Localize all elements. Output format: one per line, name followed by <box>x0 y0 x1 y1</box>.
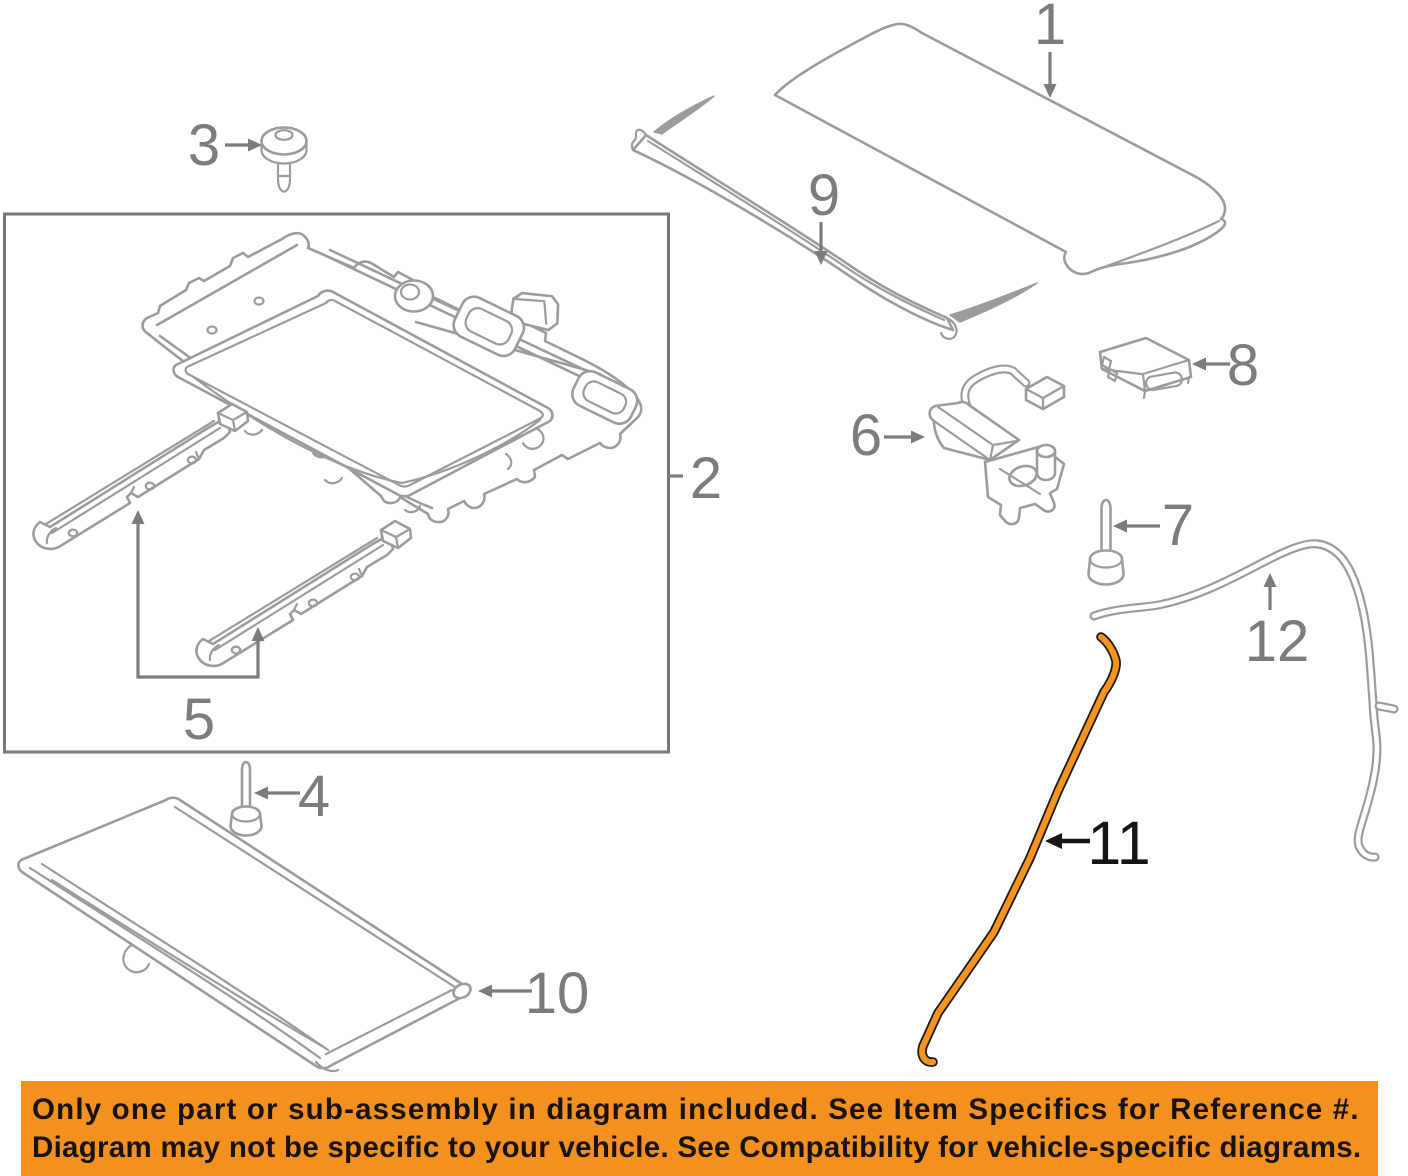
callout-12-label: 12 <box>1245 609 1310 674</box>
callout-2-label: 2 <box>690 446 722 511</box>
banner-line-1: Only one part or sub-assembly in diagram… <box>32 1093 1360 1126</box>
callout-7-label: 7 <box>1162 493 1194 558</box>
callout-8: 8 <box>1192 333 1259 398</box>
callout-12: 12 <box>1245 573 1310 674</box>
group-box <box>3 212 670 754</box>
callout-6: 6 <box>850 403 925 468</box>
part-stud-bolt-7 <box>1087 498 1125 586</box>
callout-1-label: 1 <box>1034 0 1066 57</box>
part-rivet <box>260 126 308 193</box>
part-stud-bolt-4 <box>229 760 263 837</box>
callout-6-label: 6 <box>850 403 882 468</box>
callouts: 1 2 3 4 5 6 7 <box>131 0 1310 1026</box>
callout-10-label: 10 <box>525 961 590 1026</box>
callout-2: 2 <box>668 446 722 511</box>
callout-9: 9 <box>808 163 840 265</box>
callout-9-label: 9 <box>808 163 840 228</box>
part-frame-assembly <box>141 231 643 524</box>
callout-3: 3 <box>188 113 262 178</box>
callout-5: 5 <box>131 510 265 752</box>
callout-11: 11 <box>1045 809 1151 877</box>
callout-5-label: 5 <box>183 687 215 752</box>
callout-4-label: 4 <box>298 764 330 829</box>
part-module <box>1098 336 1193 400</box>
part-sunshade <box>17 796 472 1073</box>
rail-a <box>32 402 250 551</box>
part-glass-panel <box>773 22 1227 276</box>
rail-b <box>195 519 413 668</box>
disclaimer-banner: Only one part or sub-assembly in diagram… <box>21 1081 1378 1176</box>
part-seal-strip <box>630 95 1038 340</box>
callout-10: 10 <box>478 961 589 1026</box>
part-drain-hose-highlighted <box>917 632 1121 1067</box>
part-drain-hose-rear <box>1089 539 1399 862</box>
part-motor <box>928 364 1066 526</box>
banner-line-2: Diagram may not be specific to your vehi… <box>32 1131 1362 1164</box>
callout-11-label: 11 <box>1087 809 1150 877</box>
callout-1: 1 <box>1034 0 1066 98</box>
callout-7: 7 <box>1113 493 1194 558</box>
callout-3-label: 3 <box>188 113 220 178</box>
callout-4: 4 <box>254 764 330 829</box>
callout-8-label: 8 <box>1227 333 1259 398</box>
